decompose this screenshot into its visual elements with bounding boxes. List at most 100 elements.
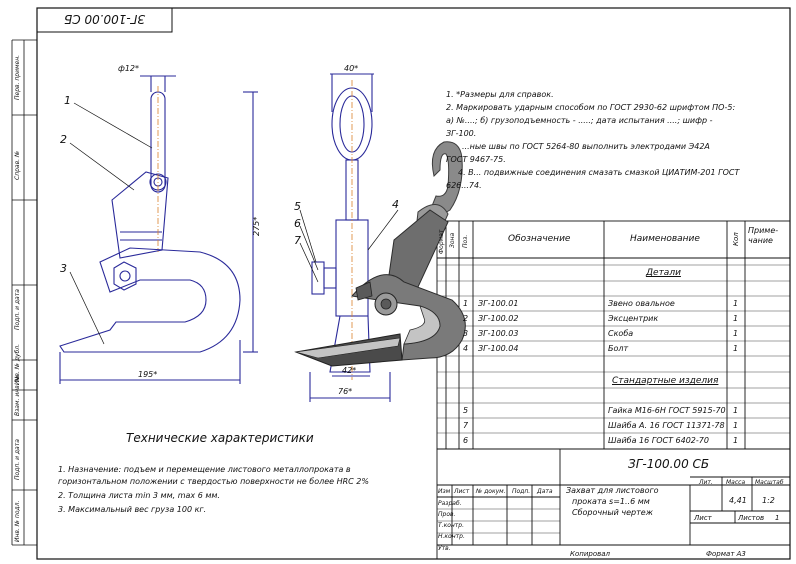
side-nut xyxy=(311,261,325,295)
title-col-date: Дата xyxy=(537,488,553,495)
spec-row-name: Болт xyxy=(608,344,629,353)
title-format: Формат А3 xyxy=(706,550,746,558)
title-sheets-label: Листов xyxy=(738,514,765,522)
title-copied: Копировал xyxy=(570,550,610,558)
left-strip-lines xyxy=(11,39,37,546)
title-col-sign: Подп. xyxy=(512,488,531,495)
title-col-doc: № докум. xyxy=(476,488,506,495)
spec-header-format: Формат xyxy=(438,229,445,254)
title-col-izm: Изм xyxy=(438,488,451,495)
spec-row-pos: 3 xyxy=(463,329,469,338)
spec-header-zone: Зона xyxy=(449,232,456,248)
standard-row-name: Шайба А. 16 ГОСТ 11371-78 xyxy=(608,421,725,430)
spec-section-standard: Стандартные изделия xyxy=(612,376,719,386)
callout-3: 3 xyxy=(60,262,67,275)
standard-row-pos: 6 xyxy=(463,436,469,445)
tech-line-1: 1. Назначение: подъем и перемещение лист… xyxy=(58,465,351,474)
left-strip-orig-inv: Инв. № подл. xyxy=(14,500,21,542)
standard-row-qty: 1 xyxy=(733,436,739,445)
top-code-box xyxy=(36,7,173,33)
spec-row-designation: ЗГ-100.03 xyxy=(478,329,519,338)
left-strip-sign-date-1: Подп. и дата xyxy=(14,289,21,330)
spec-row-qty: 1 xyxy=(733,299,739,308)
left-strip-sign-date-2: Подп. и дата xyxy=(14,439,21,480)
dim-width-40: 40* xyxy=(344,64,359,73)
callout-4: 4 xyxy=(392,198,399,211)
spec-row-designation: ЗГ-100.04 xyxy=(478,344,519,353)
spec-row-qty: 1 xyxy=(733,329,739,338)
title-role-check: Пров. xyxy=(438,511,456,518)
dim-length-195: 195* xyxy=(138,370,158,379)
standard-row-name: Шайба 16 ГОСТ 6402-70 xyxy=(608,436,709,445)
title-name-line-3: Сборочный чертеж xyxy=(572,508,653,517)
dim-height-275: 275* xyxy=(252,216,261,236)
spec-row-name: Звено овальное xyxy=(608,299,675,308)
spec-header-designation: Обозначение xyxy=(508,234,571,244)
spec-header-name: Наименование xyxy=(630,234,700,244)
iso-render xyxy=(294,141,466,367)
spec-row-pos: 4 xyxy=(463,344,469,353)
dim-diameter-12: ф12* xyxy=(118,64,140,73)
tech-line-3: 2. Толщина листа min 3 мм, max 6 мм. xyxy=(58,491,220,500)
spec-row-designation: ЗГ-100.02 xyxy=(478,314,519,323)
spec-row-designation: ЗГ-100.01 xyxy=(478,299,519,308)
title-lit-header: Лит. xyxy=(699,479,713,486)
spec-header-pos: Поз. xyxy=(462,234,469,248)
spec-row-qty: 1 xyxy=(733,314,739,323)
title-scale-value: 1:2 xyxy=(762,496,775,505)
standard-row-pos: 5 xyxy=(463,406,469,415)
title-block-lines xyxy=(436,448,791,560)
spec-row-qty: 1 xyxy=(733,344,739,353)
eccentric-arm-part2 xyxy=(111,171,169,259)
callout-7: 7 xyxy=(294,234,301,247)
callout-6: 6 xyxy=(294,217,301,230)
standard-row-qty: 1 xyxy=(733,406,739,415)
title-name-line-1: Захват для листового xyxy=(566,486,659,495)
callout-5: 5 xyxy=(294,200,301,213)
note-line-7: 4. В... подвижные соединения смазать сма… xyxy=(458,168,740,177)
note-line-1: 1. *Размеры для справок. xyxy=(446,90,554,99)
callout-1: 1 xyxy=(64,94,71,107)
title-code: ЗГ-100.00 СБ xyxy=(628,457,710,471)
tech-line-2: горизонтальном положении с твердостью по… xyxy=(58,477,369,486)
note-line-4: ЗГ-100. xyxy=(446,129,477,138)
spec-header-note: Приме-чание xyxy=(748,226,779,245)
title-mass-header: Масса xyxy=(726,479,746,486)
tech-title: Технические характеристики xyxy=(126,431,314,445)
title-role-ncontr: Н.контр. xyxy=(438,533,465,540)
top-code-mirrored: ЗГ-100.00 СБ xyxy=(64,12,146,26)
standard-row-pos: 7 xyxy=(463,421,469,430)
left-strip-first-use: Перв. примен. xyxy=(14,54,21,100)
standard-row-name: Гайка М16-6Н ГОСТ 5915-70 xyxy=(608,406,726,415)
dim-length-42: 42* xyxy=(342,366,357,375)
title-sheet-label: Лист xyxy=(694,514,712,522)
dim-length-76: 76* xyxy=(338,387,353,396)
title-col-list: Лист xyxy=(454,488,470,495)
title-mass-value: 4,41 xyxy=(729,496,747,505)
title-sheets-value: 1 xyxy=(775,514,780,522)
render-link xyxy=(431,141,463,214)
spec-row-pos: 2 xyxy=(463,314,469,323)
spec-row-pos: 1 xyxy=(463,299,469,308)
spec-row-name: Скоба xyxy=(608,329,634,338)
note-line-6: ГОСТ 9467-75. xyxy=(446,155,506,164)
title-role-approve: Утв. xyxy=(438,545,451,552)
title-name-line-2: проката s=1..6 мм xyxy=(572,497,650,506)
note-line-8: 626...74. xyxy=(446,181,482,190)
bolt-head xyxy=(113,261,137,291)
front-view xyxy=(59,75,258,384)
note-line-2: 2. Маркировать ударным способом по ГОСТ … xyxy=(446,103,736,112)
title-role-dev: Разраб. xyxy=(438,500,462,507)
standard-row-qty: 1 xyxy=(733,421,739,430)
spec-section-details: Детали xyxy=(646,268,681,278)
tech-line-4: 3. Максимальный вес груза 100 кг. xyxy=(58,505,207,514)
callout-2: 2 xyxy=(60,133,67,146)
note-line-5: ...ные швы по ГОСТ 5264-80 выполнить эле… xyxy=(462,142,710,151)
title-scale-header: Масштаб xyxy=(755,479,784,486)
spec-header-qty: Кол xyxy=(732,232,740,246)
title-role-tcontr: Т.контр. xyxy=(438,522,465,529)
clamp-body-part3 xyxy=(59,247,241,353)
left-strip-repl-inv: Взам. инв. № xyxy=(14,375,21,416)
